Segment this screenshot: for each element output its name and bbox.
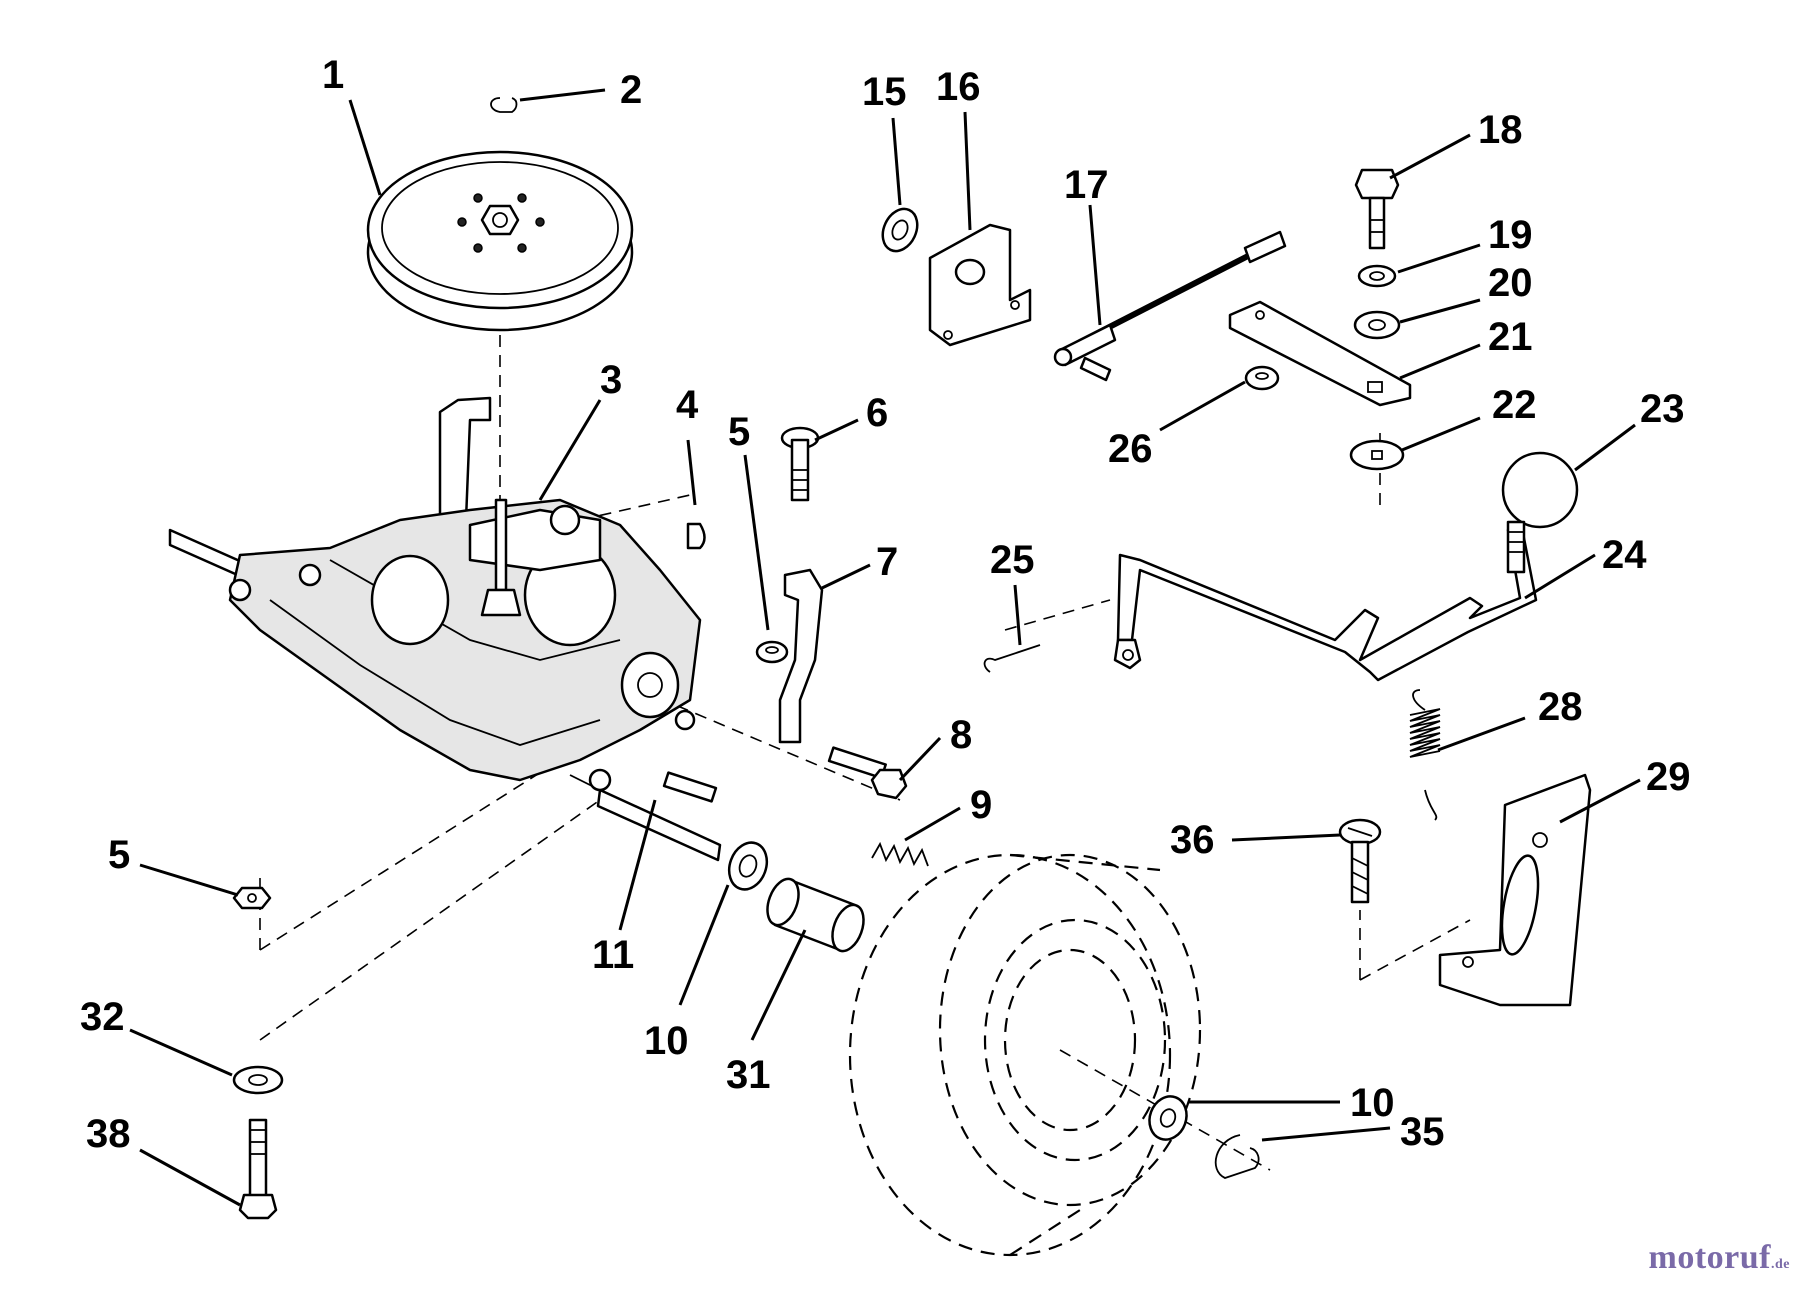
shift-knob [1501,451,1579,529]
watermark-text: motoruf [1648,1239,1771,1276]
callout-8: 8 [950,713,972,757]
watermark-logo: motoruf.de [1649,1239,1790,1277]
washer-wheel [1148,1095,1188,1141]
callout-1: 1 [322,53,344,97]
callout-28: 28 [1538,685,1583,729]
flat-washer [232,1065,284,1095]
bolt-18 [1354,168,1400,250]
self-tapping-screw [1338,818,1382,904]
callout-20: 20 [1488,261,1533,305]
callout-36: 36 [1170,818,1215,862]
callout-38: 38 [86,1112,131,1156]
lock-washer [1357,264,1397,288]
spring-bracket [1438,773,1592,1007]
transaxle [168,396,722,862]
shift-lever [1113,520,1538,682]
shift-bracket [778,568,824,744]
hex-nut-lower [232,886,272,910]
callout-10-left: 10 [644,1019,689,1063]
callout-4: 4 [676,383,699,427]
callout-23: 23 [1640,387,1685,431]
rear-wheel [848,853,1202,1257]
extension-spring [1409,689,1441,821]
pivot-bracket [928,223,1032,347]
pulley [366,150,634,332]
callout-17: 17 [1064,163,1109,207]
mounting-bolt [238,1118,278,1220]
spacer-tube [766,877,865,953]
small-spring [871,841,929,867]
callout-11: 11 [592,933,634,977]
hex-bolt [827,746,908,800]
hex-nut-upper [755,640,789,664]
callout-32: 32 [80,995,125,1039]
shift-rod [1053,230,1287,382]
assembly-lines [259,335,1471,1171]
callout-labels: 1 2 3 4 5 6 7 8 9 5 11 10 31 32 38 15 16… [80,53,1691,1156]
callout-2: 2 [620,68,642,112]
callout-15: 15 [862,70,907,114]
callout-22: 22 [1492,383,1537,427]
retaining-clip [490,97,518,113]
callout-24: 24 [1602,533,1647,577]
e-clip [1214,1134,1260,1179]
callout-21: 21 [1488,315,1533,359]
callout-18: 18 [1478,108,1523,152]
callout-29: 29 [1646,755,1691,799]
callout-5-lower: 5 [108,833,130,877]
callout-9: 9 [970,783,992,827]
bushing-washer [881,207,919,253]
link-plate [1228,300,1412,407]
square-washer [1349,439,1405,471]
cotter-pin [983,644,1041,673]
callout-35: 35 [1400,1110,1445,1154]
flat-washer-20 [1353,310,1401,340]
washer-axle [727,841,769,891]
leader-lines [129,88,1641,1207]
callout-5-upper: 5 [728,410,750,454]
callout-31: 31 [726,1053,771,1097]
callout-10-right: 10 [1350,1081,1395,1125]
watermark-suffix: .de [1771,1257,1790,1272]
callout-19: 19 [1488,213,1533,257]
callout-6: 6 [866,391,888,435]
callout-3: 3 [600,358,622,402]
hex-nut-26 [1244,365,1280,391]
woodruff-key [686,522,706,550]
carriage-bolt [780,426,820,502]
callout-16: 16 [936,65,981,109]
callout-7: 7 [876,540,898,584]
callout-25: 25 [990,538,1035,582]
callout-26: 26 [1108,427,1153,471]
